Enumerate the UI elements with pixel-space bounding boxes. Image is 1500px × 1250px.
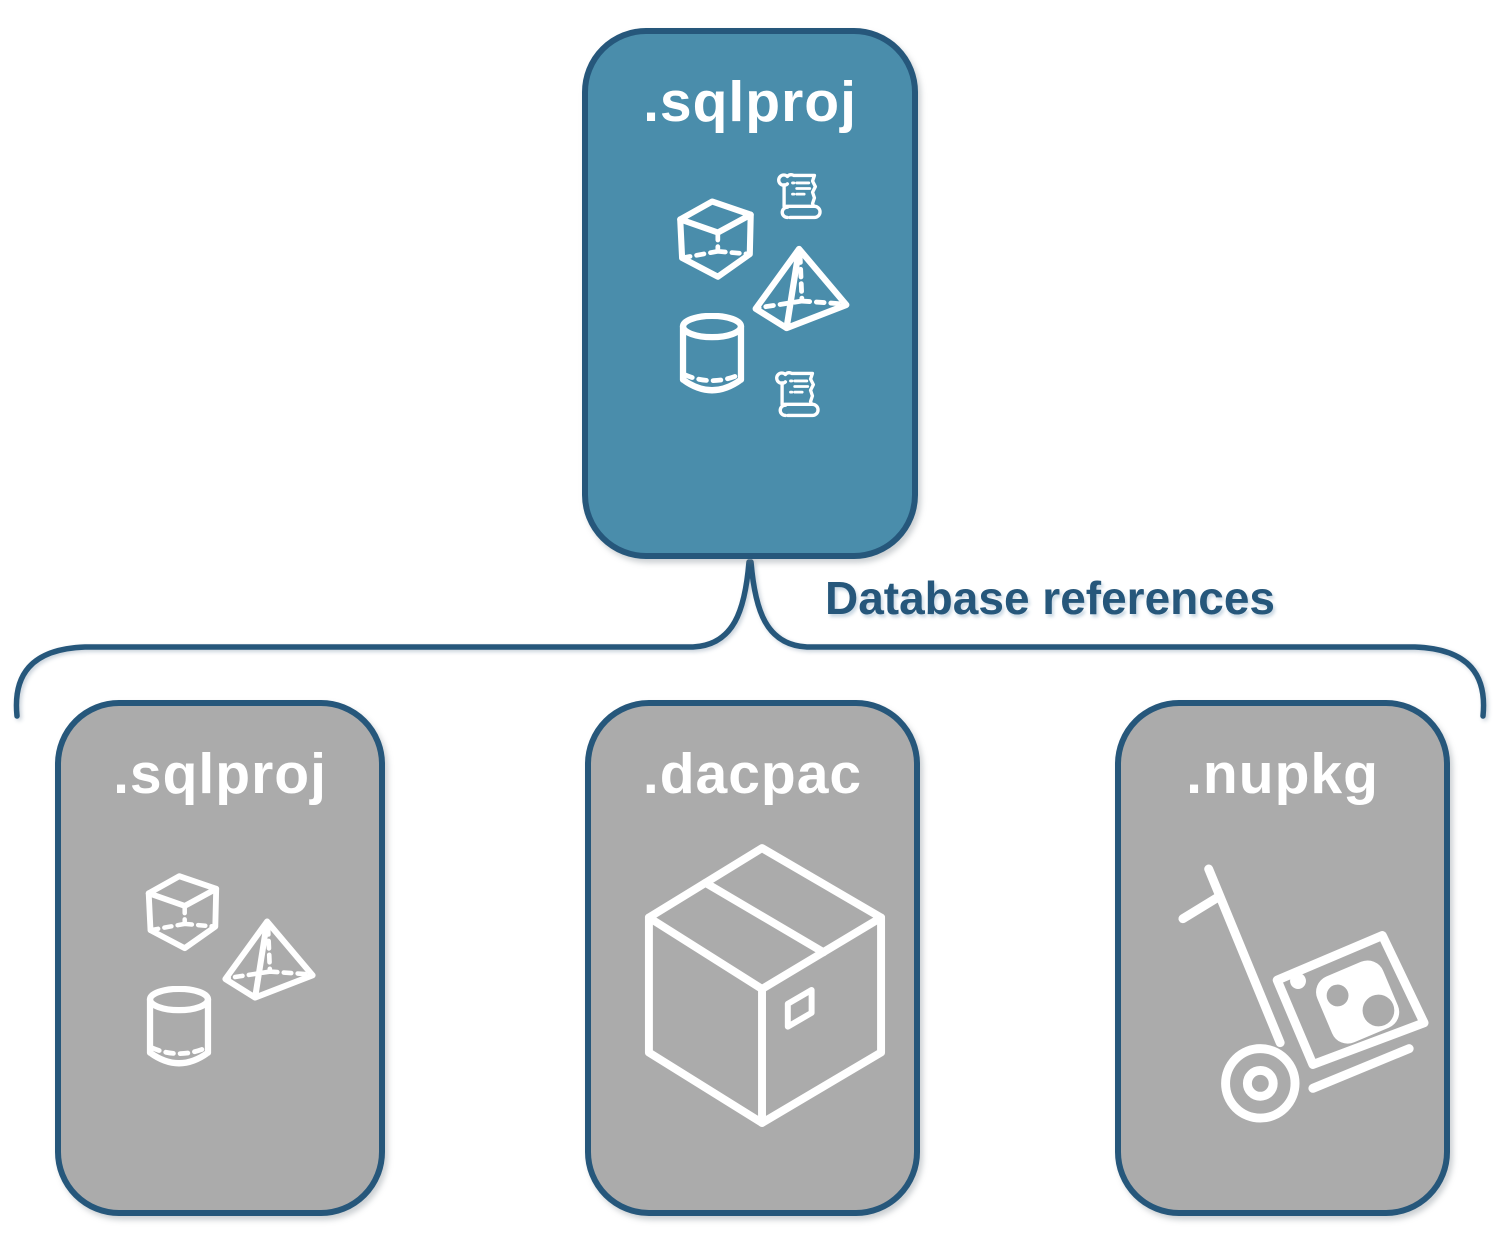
- cube-icon: [677, 198, 754, 280]
- node-child-dacpac: .dacpac: [585, 700, 920, 1216]
- cube-icon: [145, 873, 220, 952]
- node-root-label: .sqlproj: [643, 70, 857, 134]
- node-root-sqlproj: .sqlproj: [582, 28, 918, 559]
- pyramid-icon: [752, 245, 850, 332]
- node-child-nupkg: .nupkg: [1115, 700, 1450, 1216]
- node-child-label: .nupkg: [1186, 742, 1379, 806]
- package-box-icon: [644, 844, 886, 1127]
- pyramid-icon: [222, 918, 316, 1001]
- node-child-label: .dacpac: [642, 742, 863, 806]
- cylinder-icon: [146, 986, 212, 1067]
- connector-label: Database references: [824, 572, 1276, 624]
- scroll-icon: [777, 173, 822, 220]
- scroll-icon: [775, 371, 820, 418]
- node-child-label: .sqlproj: [113, 742, 327, 806]
- node-child-sqlproj: .sqlproj: [55, 700, 385, 1216]
- hand-truck-icon: [1178, 864, 1429, 1123]
- nuget-logo-icon: [1290, 960, 1400, 1044]
- cylinder-icon: [679, 313, 745, 394]
